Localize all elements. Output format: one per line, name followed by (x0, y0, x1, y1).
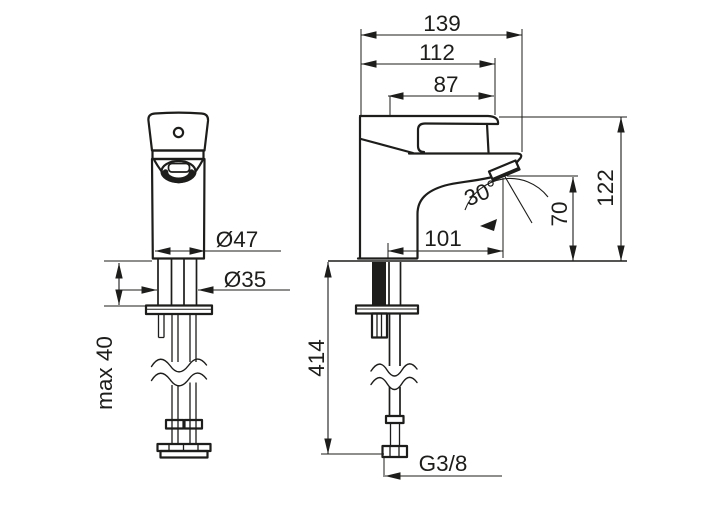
angle-slant-line (503, 174, 533, 224)
aerator-side-face (491, 167, 520, 181)
angle-indicator (464, 174, 549, 231)
angle-arc (464, 177, 549, 211)
pipes-below-plate (171, 314, 197, 362)
collar-flats (171, 420, 197, 429)
hose-upper (388, 262, 402, 305)
supply-pipes-upper (157, 259, 198, 306)
break-line-side (370, 376, 418, 391)
body-front-curve (416, 176, 492, 260)
mounting-plate-front (144, 304, 214, 316)
angle-arrowhead (480, 219, 497, 231)
dim-label-414: 414 (304, 339, 329, 377)
dim-label-d47: Ø47 (216, 227, 259, 252)
dim-label-max40: max 40 (92, 336, 117, 410)
rod-nut-flats (376, 313, 383, 338)
break-line-front (150, 372, 208, 387)
side-view (354, 114, 523, 459)
dim-label-87: 87 (433, 72, 458, 97)
body-rear-slope (359, 137, 415, 155)
dim-label-122: 122 (593, 169, 618, 207)
hose-nut (381, 444, 409, 459)
handle-neck (151, 149, 205, 161)
pipe-ends (171, 428, 197, 444)
aerator-side (487, 159, 521, 182)
lever-block-front-edge (485, 122, 490, 154)
hose-mid (388, 313, 401, 366)
hose-end (389, 423, 401, 446)
rod-nut-stub (370, 312, 389, 339)
pipes-lower (171, 382, 197, 420)
extension-lines (104, 29, 627, 477)
dim-label-g38: G3/8 (419, 451, 468, 476)
dim-label-d35: Ø35 (224, 267, 267, 292)
dimension-lines (115, 31, 625, 480)
handle-indicator-dot (172, 126, 185, 139)
lever-side (358, 114, 500, 154)
dimension-annotations: 139 112 87 122 70 30° 101 414 max 40 Ø47… (92, 11, 627, 480)
pipe-collar-right (183, 418, 204, 430)
dim-label-112: 112 (419, 40, 455, 65)
hose-nut-flats (389, 446, 400, 457)
aerator-front-crescent (162, 169, 195, 184)
handle-front (147, 111, 210, 152)
spout-top-edge (407, 152, 523, 167)
hose-lower (388, 387, 401, 416)
threaded-rod-side (372, 262, 386, 306)
aerator-front-cap (167, 162, 191, 173)
hose-collar (384, 414, 405, 425)
dim-label-139: 139 (423, 11, 461, 36)
threaded-rod-front (157, 314, 165, 339)
break-line-side (370, 363, 418, 377)
break-line-front (150, 358, 208, 373)
connector-nut-bottom (159, 449, 209, 459)
body-front (150, 157, 206, 260)
front-view (144, 111, 214, 459)
dim-label-70: 70 (547, 201, 572, 226)
nut-flats (168, 444, 199, 451)
dim-label-101: 101 (424, 226, 462, 251)
pipe-collar-left (164, 418, 185, 430)
